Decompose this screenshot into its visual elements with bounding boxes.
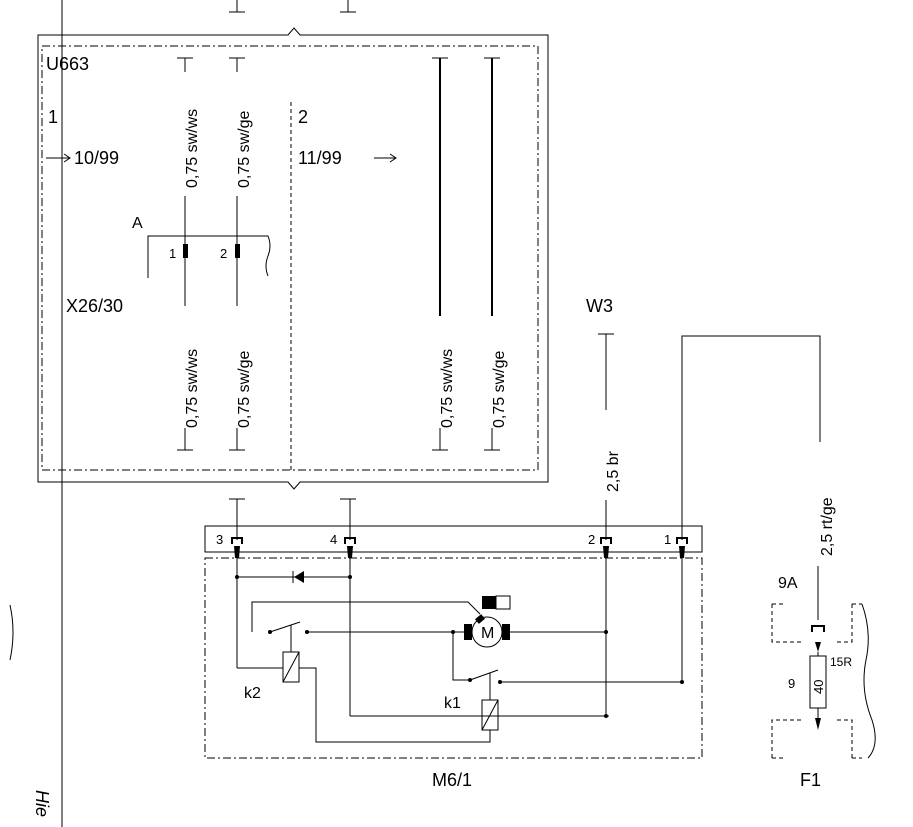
- relay-k1-switch: [468, 669, 502, 686]
- connector-pin-1: [183, 244, 188, 258]
- m6-pin-1-label: 1: [664, 532, 671, 547]
- section-1-date: 10/99: [74, 148, 119, 168]
- m6-junctions: [235, 575, 684, 718]
- wire-label-lower-2: 0,75 sw/ge: [236, 351, 253, 428]
- relay-k1-coil: [481, 699, 499, 731]
- relay-k2-label: k2: [244, 685, 261, 702]
- edge-arc: [9, 604, 14, 661]
- fuse-f1-label: F1: [800, 770, 821, 790]
- wire-label-right-2: 0,75 sw/ge: [491, 351, 508, 428]
- motor-symbol: M: [481, 625, 494, 642]
- lower-stubs: [229, 498, 356, 540]
- wire-label-lower-1: 0,75 sw/ws: [184, 349, 201, 428]
- m6-internal-wiring: [236, 558, 683, 743]
- connector-pin-2-label: 2: [220, 246, 227, 261]
- section-1-wires-lower: [177, 428, 245, 451]
- section-2-date: 11/99: [298, 148, 342, 168]
- ground-w3-label: W3: [586, 296, 613, 316]
- m6-1-label: M6/1: [432, 770, 472, 790]
- edge-text: Hie: [32, 790, 52, 817]
- connector-pin-1-label: 1: [169, 246, 176, 261]
- u663-module: [37, 27, 549, 490]
- m6-pin-contacts: [234, 546, 685, 558]
- fuse-holder: [771, 603, 876, 759]
- relay-k2-switch: [268, 621, 309, 634]
- ground-w3-wire: [598, 333, 614, 540]
- section-2-number: 2: [298, 107, 308, 127]
- section-1-number: 1: [48, 107, 58, 127]
- m6-pin-2-label: 2: [588, 532, 595, 547]
- fuse-rating: 40: [811, 680, 826, 694]
- fuse-wire-label: 2,5 rt/ge: [819, 497, 836, 556]
- fuse-upper-bracket: [811, 625, 825, 632]
- fuse-circuit: 15R: [830, 655, 852, 669]
- m6-pin-4-label: 4: [330, 532, 337, 547]
- fuse-number: 9: [788, 676, 795, 691]
- indicator-block: [482, 595, 511, 610]
- wire-label-right-1: 0,75 sw/ws: [439, 349, 456, 428]
- connector-pin-2: [235, 244, 240, 258]
- diode-icon: [292, 571, 304, 583]
- top-stubs: [229, 0, 356, 13]
- section-2-wires: [432, 57, 500, 451]
- ground-w3-wire-label: 2,5 br: [605, 450, 622, 492]
- connector-flag: A: [132, 215, 143, 232]
- connector-x26-30: [147, 235, 271, 278]
- relay-k2-coil: [282, 651, 300, 683]
- relay-k1-label: k1: [444, 695, 461, 712]
- fuse-terminal-label: 9A: [778, 575, 798, 592]
- connector-name: X26/30: [66, 296, 123, 316]
- fuse-feed-wire: [681, 335, 821, 540]
- wire-label-upper-2: 0,75 sw/ge: [236, 111, 253, 188]
- wire-label-upper-1: 0,75 sw/ws: [184, 109, 201, 188]
- m6-pin-3-label: 3: [216, 532, 223, 547]
- m6-pin-brackets: [231, 537, 688, 544]
- motor-icon: [464, 614, 510, 648]
- m6-1-module: [204, 525, 703, 759]
- module-u663-label: U663: [46, 54, 89, 74]
